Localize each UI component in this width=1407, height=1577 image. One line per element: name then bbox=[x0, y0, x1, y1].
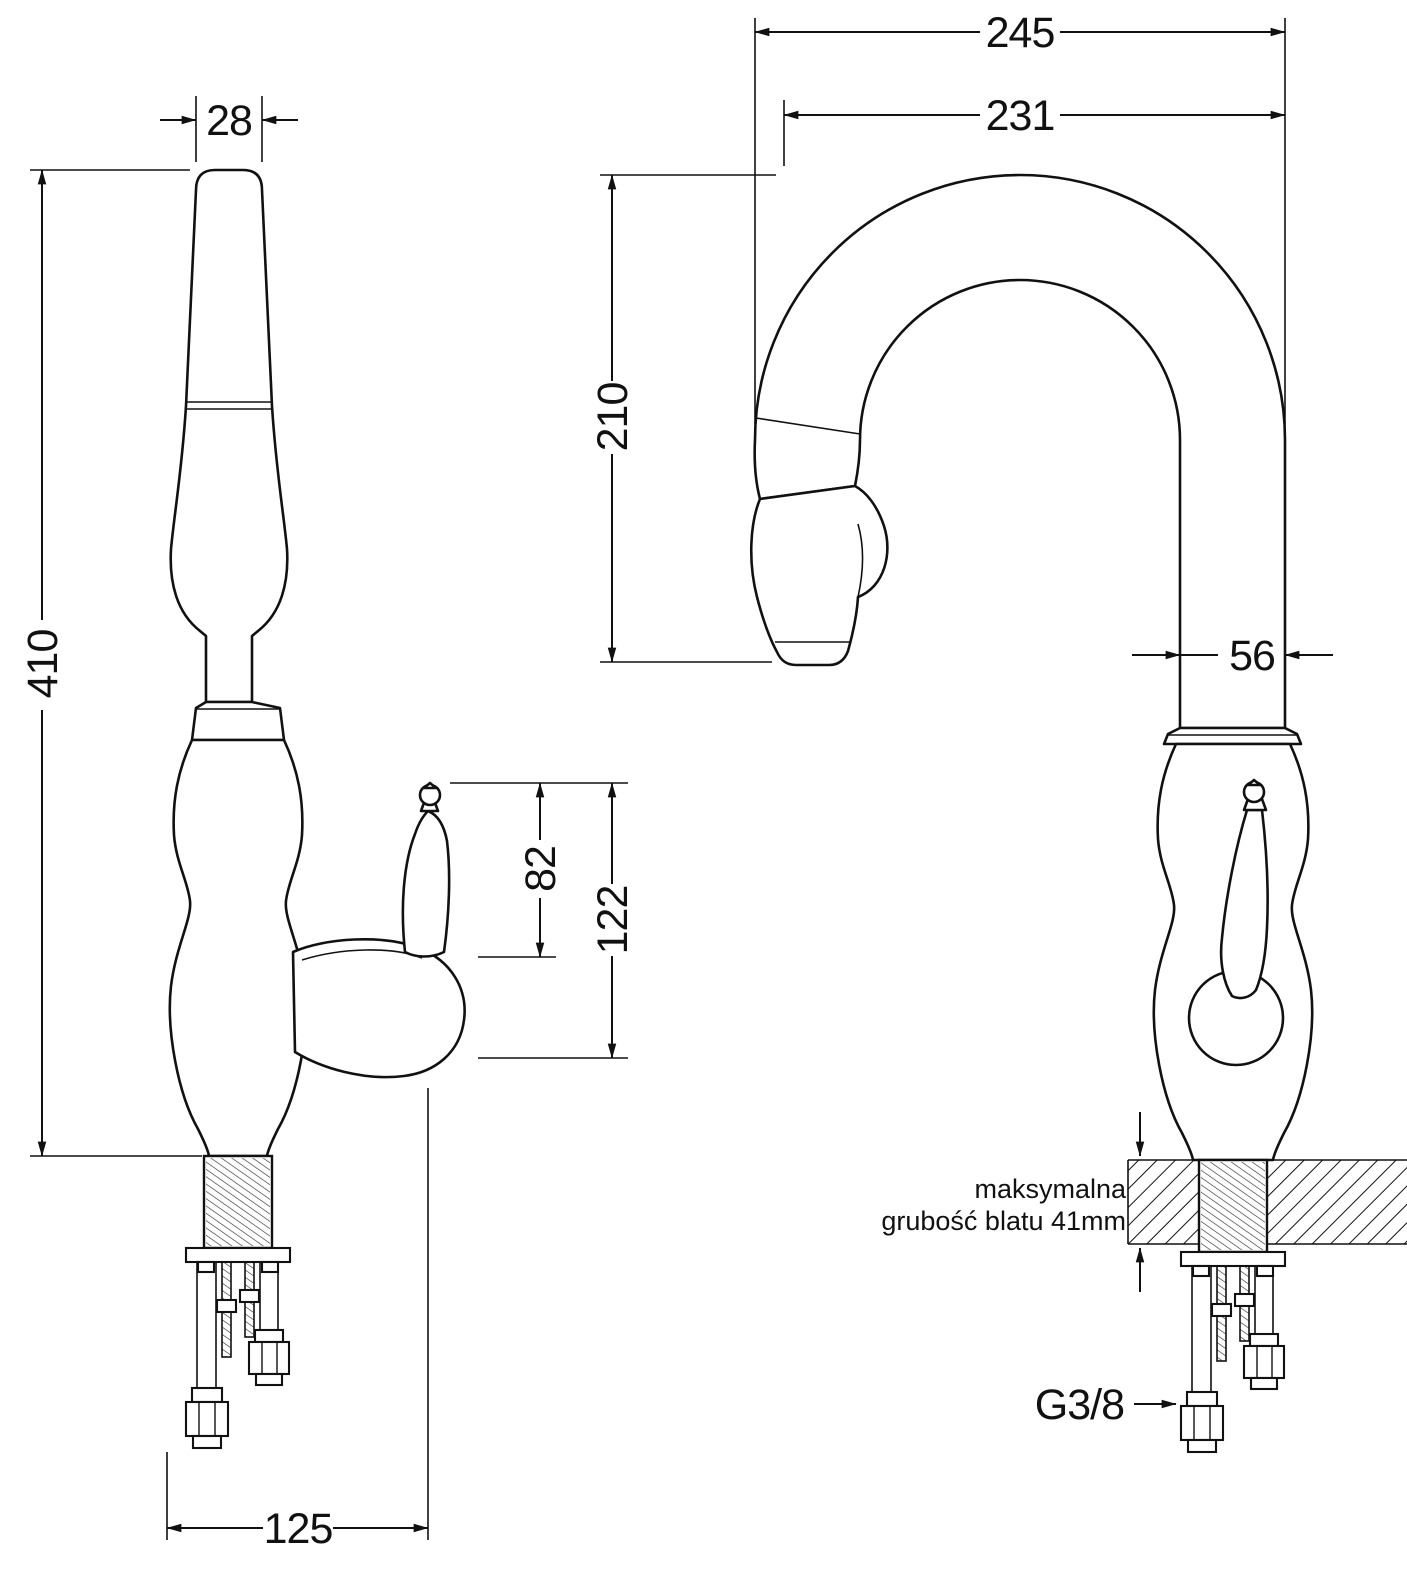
dim-lever-height: 82 bbox=[478, 782, 565, 958]
front-handle-lever bbox=[1219, 808, 1269, 1000]
side-hose-left bbox=[196, 1262, 217, 1388]
front-collar bbox=[1162, 726, 1303, 746]
front-spout bbox=[753, 173, 1287, 730]
dim-spout-reach: 231 bbox=[783, 92, 1286, 166]
side-mounting-hardware bbox=[184, 1246, 292, 1450]
front-hose-connector-left bbox=[1179, 1390, 1225, 1454]
dim-column-width: 56 bbox=[1132, 632, 1333, 680]
dim-base-span: 125 bbox=[166, 1088, 429, 1553]
side-collar bbox=[190, 700, 286, 742]
front-mounting-hardware bbox=[1179, 1250, 1287, 1454]
dim-125-label: 125 bbox=[264, 1505, 333, 1553]
dim-connector-thread: G3/8 bbox=[1035, 1381, 1177, 1429]
dim-overall-reach: 245 bbox=[754, 9, 1286, 424]
side-hose-connector-right bbox=[247, 1328, 291, 1387]
front-spray-trigger bbox=[857, 523, 864, 598]
front-view bbox=[749, 173, 1407, 1454]
front-hose-connector-right bbox=[1242, 1332, 1286, 1391]
dim-total-height: 410 bbox=[19, 169, 202, 1157]
dim-spout-top-width: 28 bbox=[160, 96, 298, 162]
side-mounting-shank bbox=[202, 1154, 274, 1250]
front-mounting-shank bbox=[1197, 1158, 1269, 1254]
side-handle-mount bbox=[291, 937, 466, 1079]
dim-245-label: 245 bbox=[986, 9, 1055, 57]
dim-210-label: 210 bbox=[589, 383, 637, 452]
dim-56-label: 56 bbox=[1229, 632, 1275, 680]
side-view bbox=[168, 168, 466, 1450]
dim-counter-thickness: maksymalna grubość blatu 41mm bbox=[881, 1112, 1145, 1292]
side-hose-connector-left bbox=[184, 1386, 230, 1450]
dim-122-label: 122 bbox=[589, 886, 637, 955]
side-handle-lever bbox=[401, 809, 451, 958]
front-hose-left bbox=[1191, 1266, 1212, 1392]
side-spout bbox=[169, 168, 289, 704]
dim-handle-total-height: 122 bbox=[450, 782, 637, 1059]
front-spray-head bbox=[749, 484, 889, 667]
front-spout-seam bbox=[755, 417, 861, 435]
dim-82-label: 82 bbox=[517, 846, 565, 892]
dim-28-label: 28 bbox=[206, 97, 252, 145]
dim-410-label: 410 bbox=[19, 630, 67, 699]
counter-note-line2: grubość blatu 41mm bbox=[881, 1206, 1126, 1236]
front-hose-right bbox=[1254, 1266, 1274, 1334]
side-body bbox=[168, 738, 308, 1158]
dim-spout-drop: 210 bbox=[589, 174, 776, 663]
dim-231-label: 231 bbox=[986, 92, 1055, 140]
counter-note-line1: maksymalna bbox=[974, 1174, 1127, 1204]
side-hose-right bbox=[259, 1262, 279, 1330]
dim-g38-label: G3/8 bbox=[1035, 1381, 1124, 1429]
